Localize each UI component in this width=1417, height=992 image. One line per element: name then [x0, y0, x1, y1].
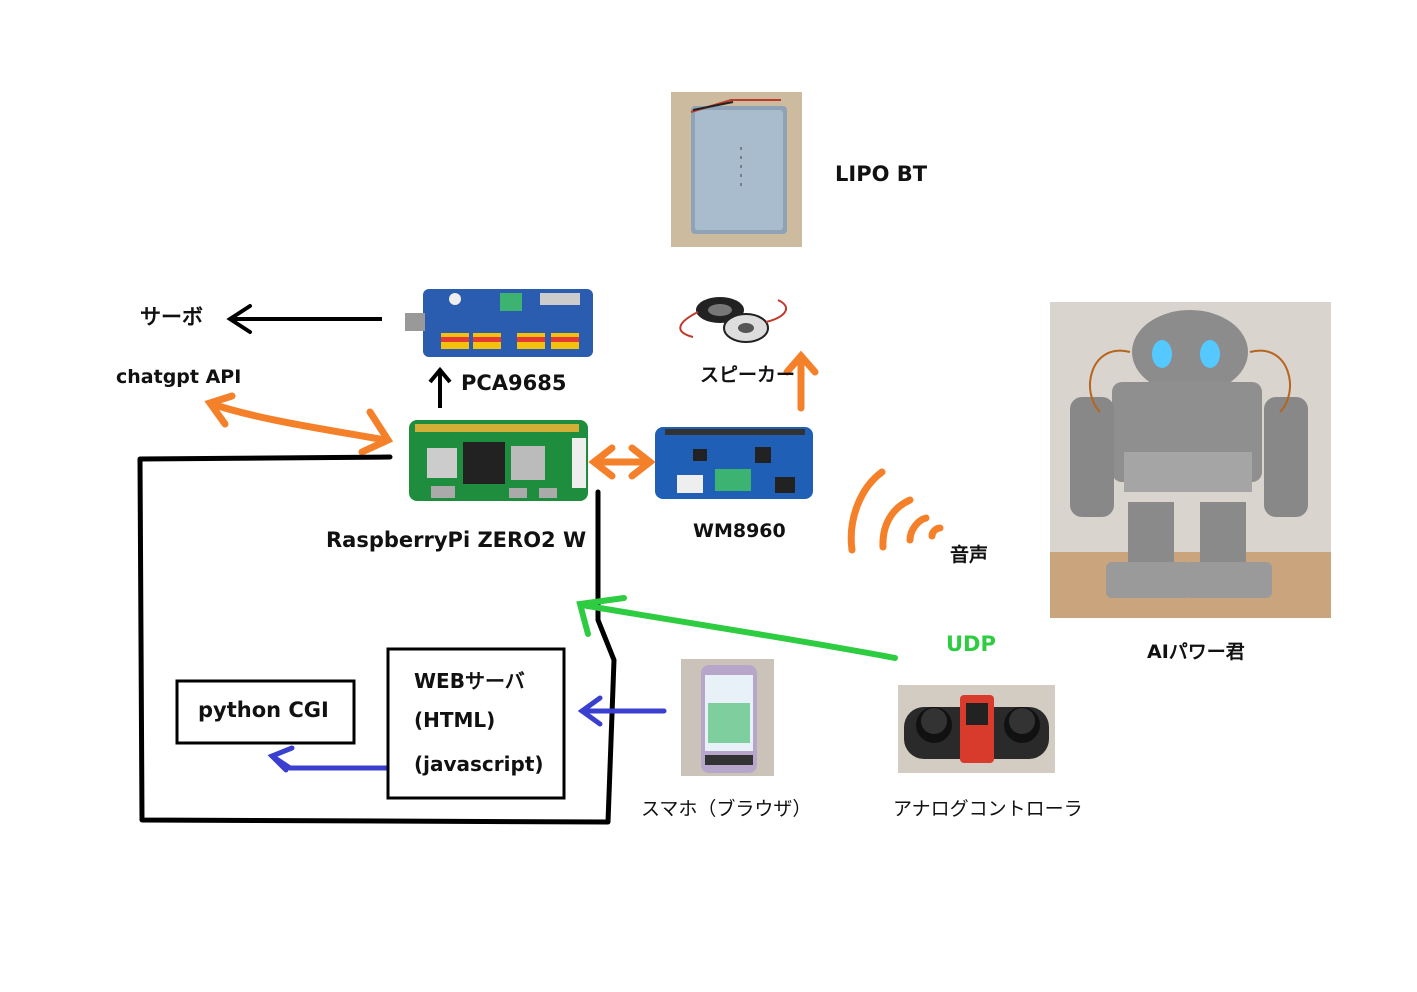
chatgpt-double-arrow [204, 392, 394, 456]
raspi-system-boundary [137, 454, 617, 825]
raspberrypi-label: RaspberryPi ZERO2 W [326, 528, 587, 552]
pca-up-arrow [428, 366, 452, 408]
python-cgi-label: python CGI [198, 698, 329, 722]
ai-power-robot-photo [1050, 302, 1331, 618]
lipo-battery-label: LIPO BT [835, 162, 928, 186]
smartphone-photo [681, 659, 774, 776]
web-server-html: (HTML) [414, 708, 496, 732]
voice-waves-icon [847, 468, 944, 554]
analog-controller-label: アナログコントローラ [893, 798, 1083, 820]
wm8960-speaker-arrow [783, 350, 819, 412]
wm8960-label: WM8960 [693, 520, 786, 542]
analog-controller-photo [898, 685, 1055, 773]
servo-label: サーボ [140, 305, 203, 329]
udp-label: UDP [946, 632, 996, 656]
wm8960-board-photo [655, 425, 813, 500]
udp-arrow [576, 595, 898, 661]
robot-label: AIパワー君 [1147, 641, 1245, 663]
web-server-javascript: (javascript) [414, 752, 544, 776]
servo-arrow [226, 304, 382, 334]
lipo-battery-photo [671, 92, 802, 247]
voice-label: 音声 [950, 544, 989, 566]
chatgpt-api-label: chatgpt API [116, 366, 242, 388]
pca9685-board-photo [405, 285, 595, 360]
raspi-wm8960-double-arrow [588, 444, 656, 480]
python-cgi-box [175, 679, 356, 745]
pca9685-label: PCA9685 [461, 371, 567, 395]
webserver-cgi-arrow [267, 745, 403, 773]
web-server-box [386, 647, 566, 800]
raspberrypi-zero2w-photo [407, 418, 590, 503]
phone-webserver-arrow [577, 695, 667, 727]
speaker-photo [668, 292, 798, 352]
smartphone-label: スマホ（ブラウザ） [641, 798, 812, 820]
web-server-title: WEBサーバ [414, 669, 525, 693]
speaker-label: スピーカー [700, 364, 796, 386]
